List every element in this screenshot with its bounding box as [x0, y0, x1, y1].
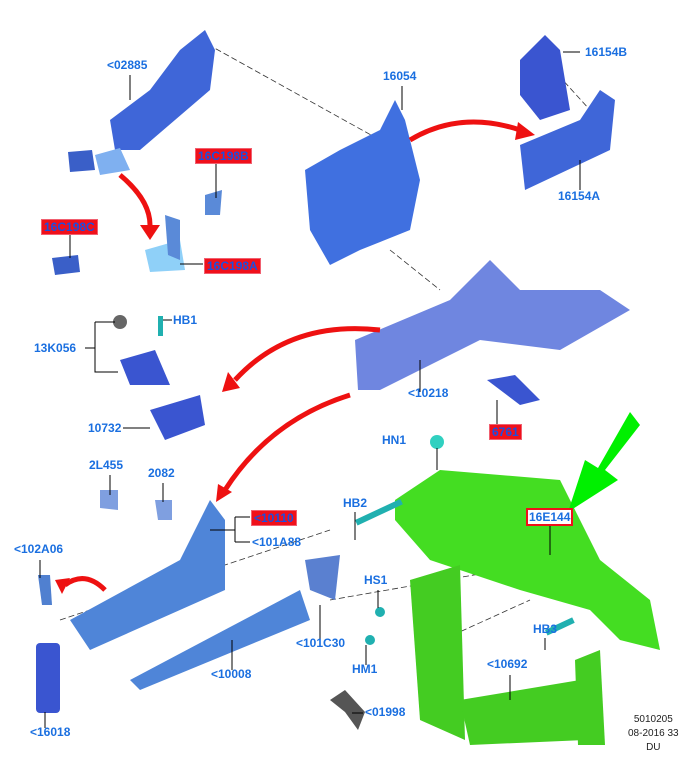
callout-HB3: HB3 — [533, 622, 558, 636]
part-10218 — [355, 260, 630, 390]
part-16E144-radiator-support — [395, 435, 660, 745]
callout-6761: 6761 — [489, 424, 522, 440]
part-6761 — [487, 375, 540, 405]
callout-16154B: 16154B — [585, 45, 628, 59]
part-01998 — [330, 690, 365, 730]
red-arrows — [63, 119, 521, 592]
diagram-code: DU — [646, 742, 661, 753]
callout-2L455: 2L455 — [89, 458, 124, 472]
callout-10692: <10692 — [487, 657, 528, 671]
callout-HS1: HS1 — [364, 573, 388, 587]
part-16154B — [520, 35, 570, 120]
callout-10218: <10218 — [408, 386, 449, 400]
callout-2082: 2082 — [148, 466, 175, 480]
green-arrow-icon — [568, 412, 640, 512]
callout-13K056: 13K056 — [34, 341, 77, 355]
part-13K056 — [113, 315, 170, 385]
part-16C198 — [52, 190, 222, 275]
part-10732 — [150, 395, 205, 440]
callout-HM1: HM1 — [352, 662, 378, 676]
part-02885 — [68, 30, 215, 175]
callout-16C198A: 16C198A — [204, 258, 261, 274]
part-16054 — [305, 100, 420, 265]
callout-101A88: <101A88 — [252, 535, 302, 549]
callout-16C198B: 16C198B — [195, 148, 252, 164]
callout-02885: <02885 — [107, 58, 148, 72]
callout-102A06: <102A06 — [14, 542, 64, 556]
diagram-footer: 5010205 08-2016 33 DU — [628, 713, 679, 755]
leader-line — [389, 249, 441, 291]
callout-16018: <16018 — [30, 725, 71, 739]
callout-10110: <10110 — [251, 510, 297, 526]
callout-101C30: <101C30 — [296, 636, 346, 650]
callout-16E144: 16E144 — [526, 508, 574, 526]
callout-HN1: HN1 — [382, 433, 407, 447]
part-16154A — [520, 90, 615, 190]
part-10110 — [70, 500, 310, 690]
leader-line — [199, 39, 381, 141]
callout-10008: <10008 — [211, 667, 252, 681]
bolts — [158, 316, 575, 645]
callout-16154A: 16154A — [558, 189, 601, 203]
diagram-date: 08-2016 33 — [628, 728, 679, 739]
callout-01998: <01998 — [365, 705, 406, 719]
callout-16054: 16054 — [383, 69, 417, 83]
part-small-blue — [36, 490, 340, 713]
callout-HB1: HB1 — [173, 313, 198, 327]
callout-16C198C: 16C198C — [41, 219, 98, 235]
callout-HB2: HB2 — [343, 496, 368, 510]
diagram-id: 5010205 — [633, 714, 673, 725]
callout-10732: 10732 — [88, 421, 122, 435]
